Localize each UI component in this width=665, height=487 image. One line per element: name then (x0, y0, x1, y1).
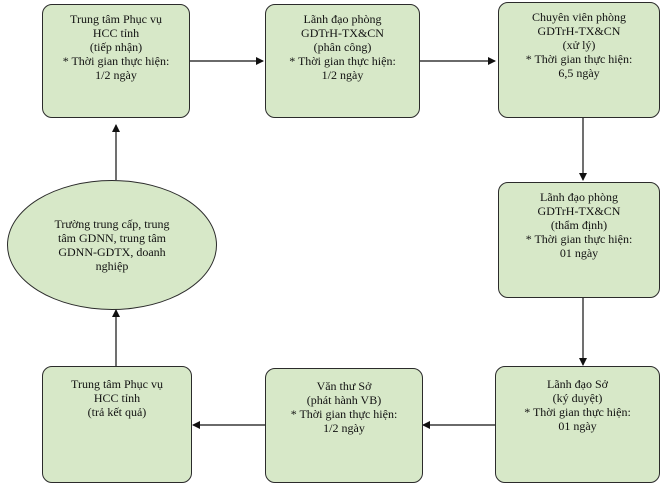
node-dept-lead-review: Lãnh đạo phòng GDTrH-TX&CN (thẩm định) *… (498, 182, 660, 298)
node-clerk-line: 1/2 ngày (323, 421, 365, 435)
node-specialist-line: * Thời gian thực hiện: (525, 52, 633, 66)
node-dept-lead-assign-line: 1/2 ngày (321, 68, 364, 82)
node-dept-lead-assign-line: GDTrH-TX&CN (301, 26, 384, 40)
node-school-line: tâm GDNN, trung tâm (58, 231, 166, 245)
node-return-result: Trung tâm Phục vụ HCC tỉnh (trả kết quả) (42, 366, 192, 483)
node-specialist-line: 6,5 ngày (558, 66, 600, 80)
node-clerk-line: (phát hành VB) (306, 393, 382, 407)
node-specialist-line: (xử lý) (562, 38, 596, 52)
node-reception-line: Trung tâm Phục vụ (70, 12, 162, 26)
node-clerk-line: * Thời gian thực hiện: (290, 407, 398, 421)
node-dept-lead-review-line: 01 ngày (559, 246, 599, 260)
node-reception: Trung tâm Phục vụ HCC tỉnh (tiếp nhận) *… (42, 4, 190, 118)
node-dept-lead-review-line: GDTrH-TX&CN (537, 204, 621, 218)
node-return-result-line: HCC tỉnh (93, 391, 141, 405)
node-reception-line: * Thời gian thực hiện: (62, 54, 170, 68)
node-reception-line: HCC tỉnh (92, 26, 140, 40)
node-dept-lead-assign-line: Lãnh đạo phòng (303, 12, 382, 26)
node-dept-lead-assign-line: * Thời gian thực hiện: (289, 54, 396, 68)
node-director: Lãnh đạo Sở (ký duyệt) * Thời gian thực … (495, 366, 660, 483)
node-director-line: * Thời gian thực hiện: (524, 405, 631, 419)
node-return-result-line: (trả kết quả) (87, 405, 147, 419)
node-school-line: GDNN-GDTX, doanh (58, 245, 166, 259)
node-dept-lead-assign: Lãnh đạo phòng GDTrH-TX&CN (phân công) *… (265, 4, 420, 118)
node-specialist: Chuyên viên phòng GDTrH-TX&CN (xử lý) * … (498, 2, 660, 118)
node-school-line: nghiệp (95, 259, 129, 273)
node-dept-lead-assign-line: (phân công) (313, 40, 372, 54)
node-dept-lead-review-line: Lãnh đạo phòng (540, 190, 618, 204)
node-director-line: (ký duyệt) (552, 391, 603, 405)
node-reception-line: 1/2 ngày (95, 68, 137, 82)
node-specialist-line: GDTrH-TX&CN (537, 24, 621, 38)
node-school: Trường trung cấp, trung tâm GDNN, trung … (7, 180, 217, 310)
node-dept-lead-review-line: * Thời gian thực hiện: (525, 232, 633, 246)
node-clerk: Văn thư Sở (phát hành VB) * Thời gian th… (265, 368, 423, 483)
node-return-result-line: Trung tâm Phục vụ (71, 377, 163, 391)
node-director-line: Lãnh đạo Sở (546, 377, 608, 391)
node-clerk-line: Văn thư Sở (316, 379, 372, 393)
node-dept-lead-review-line: (thẩm định) (550, 218, 608, 232)
node-director-line: 01 ngày (558, 419, 597, 433)
node-reception-line: (tiếp nhận) (89, 40, 143, 54)
node-school-line: Trường trung cấp, trung (54, 217, 170, 231)
node-specialist-line: Chuyên viên phòng (532, 10, 626, 24)
